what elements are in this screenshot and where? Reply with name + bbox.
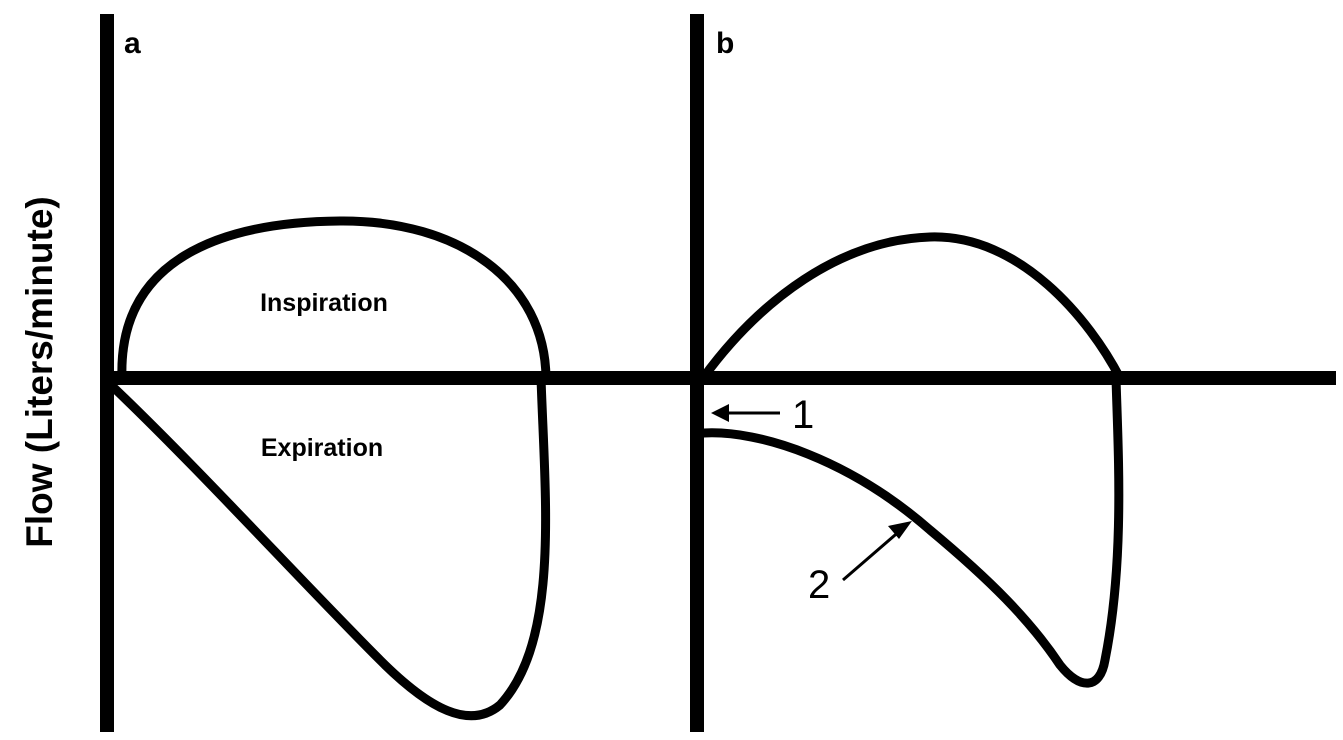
y-axis-label: Flow (Liters/minute): [19, 196, 60, 548]
panel-a-expiration-curve: [107, 373, 551, 721]
panel-b-letter: b: [716, 27, 734, 60]
annotation-1-arrowhead: [711, 404, 729, 422]
annotation-1-label: 1: [792, 393, 814, 437]
panel-a-inspiration-curve: [117, 216, 551, 383]
panel-b-expiration-curve: [699, 373, 1124, 688]
panel-a: a Inspiration Expiration: [100, 14, 1336, 732]
panel-a-expiration-label: Expiration: [261, 434, 383, 462]
annotation-2-arrowhead: [888, 521, 912, 539]
annotation-2-label: 2: [808, 563, 830, 607]
annotation-2-arrow-shaft: [842, 527, 903, 582]
panel-a-letter: a: [124, 27, 141, 60]
panel-b-inspiration-curve: [698, 232, 1125, 383]
panel-a-inspiration-label: Inspiration: [260, 289, 388, 317]
panel-b: b 1 2: [690, 14, 1125, 732]
